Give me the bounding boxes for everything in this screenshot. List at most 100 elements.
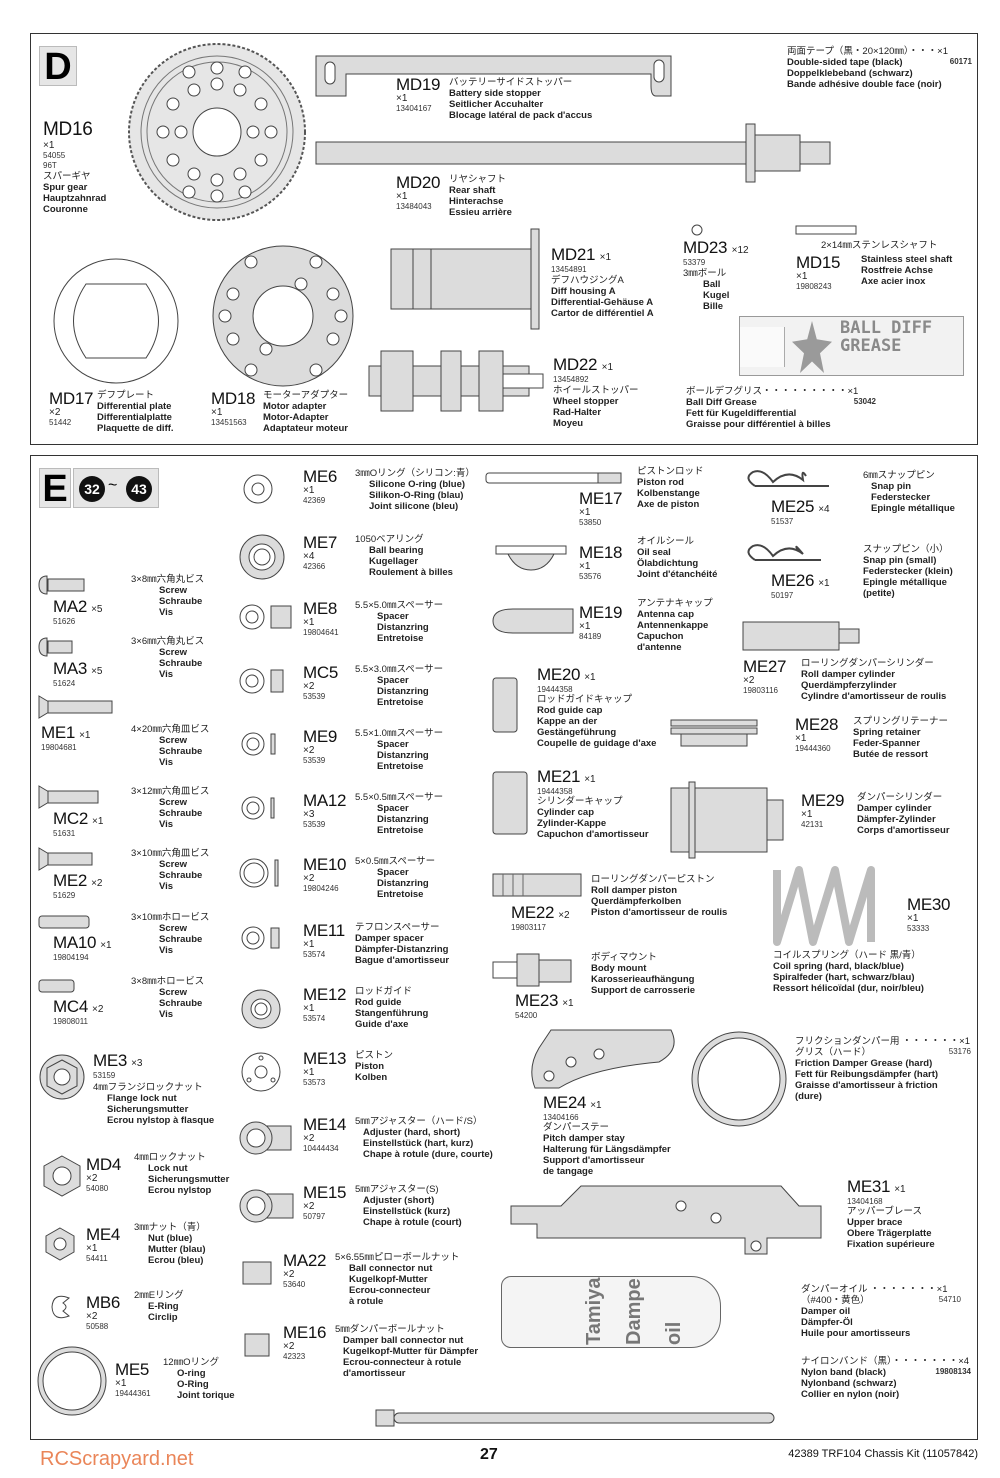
part-name-fr: Ecrou-connecteur [349, 1285, 431, 1296]
part-name-fr2: d'amortisseur [343, 1368, 406, 1379]
part-code: ME26 [771, 571, 815, 590]
part-qty: ×1 [396, 191, 408, 202]
part-name-de: Kolbenstange [637, 488, 700, 499]
part-name-fr2: de tangage [543, 1166, 594, 1177]
part-md17: MD17 ×2 51442 [49, 390, 93, 428]
part-number: 19804641 [303, 628, 339, 637]
part-name-fr: Capuchon d'amortisseur [537, 829, 649, 840]
part-number: 51631 [53, 829, 76, 838]
part-number: 53176 [948, 1047, 971, 1056]
part-code: ME21 [537, 767, 581, 786]
part-qty: ×1 [907, 913, 919, 924]
part-name-jp: 3×10㎜六角皿ビス [131, 848, 210, 859]
part-name-en: Pitch damper stay [543, 1133, 625, 1144]
part-name-jp: スナップピン（小） [863, 544, 949, 555]
part-name-en: Diff housing A [551, 286, 616, 297]
part-name-en: Screw [159, 923, 187, 934]
part-name-jp: ロッドガイド [355, 986, 413, 997]
part-name-de: Hauptzahnrad [43, 193, 107, 204]
part-number: 19808134 [935, 1367, 971, 1376]
e-ring-drawing [51, 1295, 70, 1319]
part-code: MD15 [796, 253, 841, 272]
part-name-jp2: （#400・黄色） [801, 1295, 870, 1306]
part-code: MA3 [53, 659, 88, 678]
part-name-en: Rear shaft [449, 185, 496, 196]
part-name-de: Schraube [159, 934, 203, 945]
part-name-en: Roll damper piston [591, 885, 678, 896]
part-name-de: Differential-Gehäuse A [551, 297, 654, 308]
part-names: 3㎜Oリング（シリコン:青）Silicone O-ring (blue)Sili… [355, 468, 475, 512]
part-name-en: Damper ball connector nut [343, 1335, 464, 1346]
part-name-jp: 2×14㎜ステンレスシャフト [821, 240, 938, 251]
part-qty: ×1 [92, 816, 104, 827]
part-name-fr: Axe de piston [637, 499, 700, 510]
ball-drawing [691, 224, 703, 236]
part-qty: ×1 [100, 940, 112, 951]
part-name-fr: Graisse pour différentiel à billes [686, 419, 831, 430]
part-number: 19804246 [303, 884, 339, 893]
part-name-de: Distanzring [377, 622, 429, 633]
snap-pin-drawing [747, 544, 821, 561]
part-name-en: Friction Damper Grease (hard) [795, 1058, 933, 1069]
washer-drawing [239, 604, 292, 630]
part-number: 53539 [303, 692, 326, 701]
part-number: 51537 [771, 517, 794, 526]
part-name-jp: ホイールストッパー [553, 385, 639, 396]
part-name-jp: 5.5×5.0㎜スペーサー [355, 600, 444, 611]
part-qty: ×2 [86, 1173, 98, 1184]
part-qty: ×1 [396, 93, 408, 104]
part-name-en: Snap pin [871, 481, 912, 492]
part-name-de: Federstecker (klein) [863, 566, 953, 577]
part-number: 19804194 [53, 953, 89, 962]
part-qty: ×3 [303, 809, 315, 820]
coil-spring-drawing [773, 866, 875, 946]
part-code: ME22 [511, 903, 555, 922]
part-name-de: Schraube [159, 998, 203, 1009]
part-name-jp: シリンダーキャップ [537, 796, 623, 807]
part-name-en: Flange lock nut [107, 1093, 177, 1104]
part-number: 42369 [303, 496, 326, 505]
part-number: 53159 [93, 1071, 116, 1080]
part-name-fr: Guide d'axe [355, 1019, 409, 1030]
part-qty: ×1 [796, 271, 808, 282]
part-name-jp: ローリングダンパーピストン [591, 874, 715, 885]
part-code: ME7 [303, 533, 338, 552]
step-from-badge: 32 [79, 476, 105, 502]
part-name-de: Distanzring [377, 814, 429, 825]
part-name-de: Karosserieaufhängung [591, 974, 695, 985]
part-number: 19444361 [115, 1389, 151, 1398]
part-name-en: Antenna cap [637, 609, 695, 620]
part-number: 51626 [53, 617, 76, 626]
part-names: コイルスプリング（ハード 黒/青）Coil spring (hard, blac… [773, 950, 924, 994]
part-qty: ×2 [303, 745, 315, 756]
part-md15-names: Stainless steel shaft Rostfreie Achse Ax… [861, 254, 952, 287]
part-code: MC5 [303, 663, 338, 682]
part-name-fr: Axe acier inox [861, 276, 926, 287]
part-name-jp: 6㎜スナップピン [863, 470, 935, 481]
part-number: 53850 [579, 518, 602, 527]
part-name-de: Kugel [703, 290, 730, 301]
part-name-fr: Joint torique [177, 1390, 235, 1401]
part-name-fr: Ecrou-connecteur à rotule [343, 1357, 462, 1368]
part-name-en: Spacer [377, 611, 409, 622]
